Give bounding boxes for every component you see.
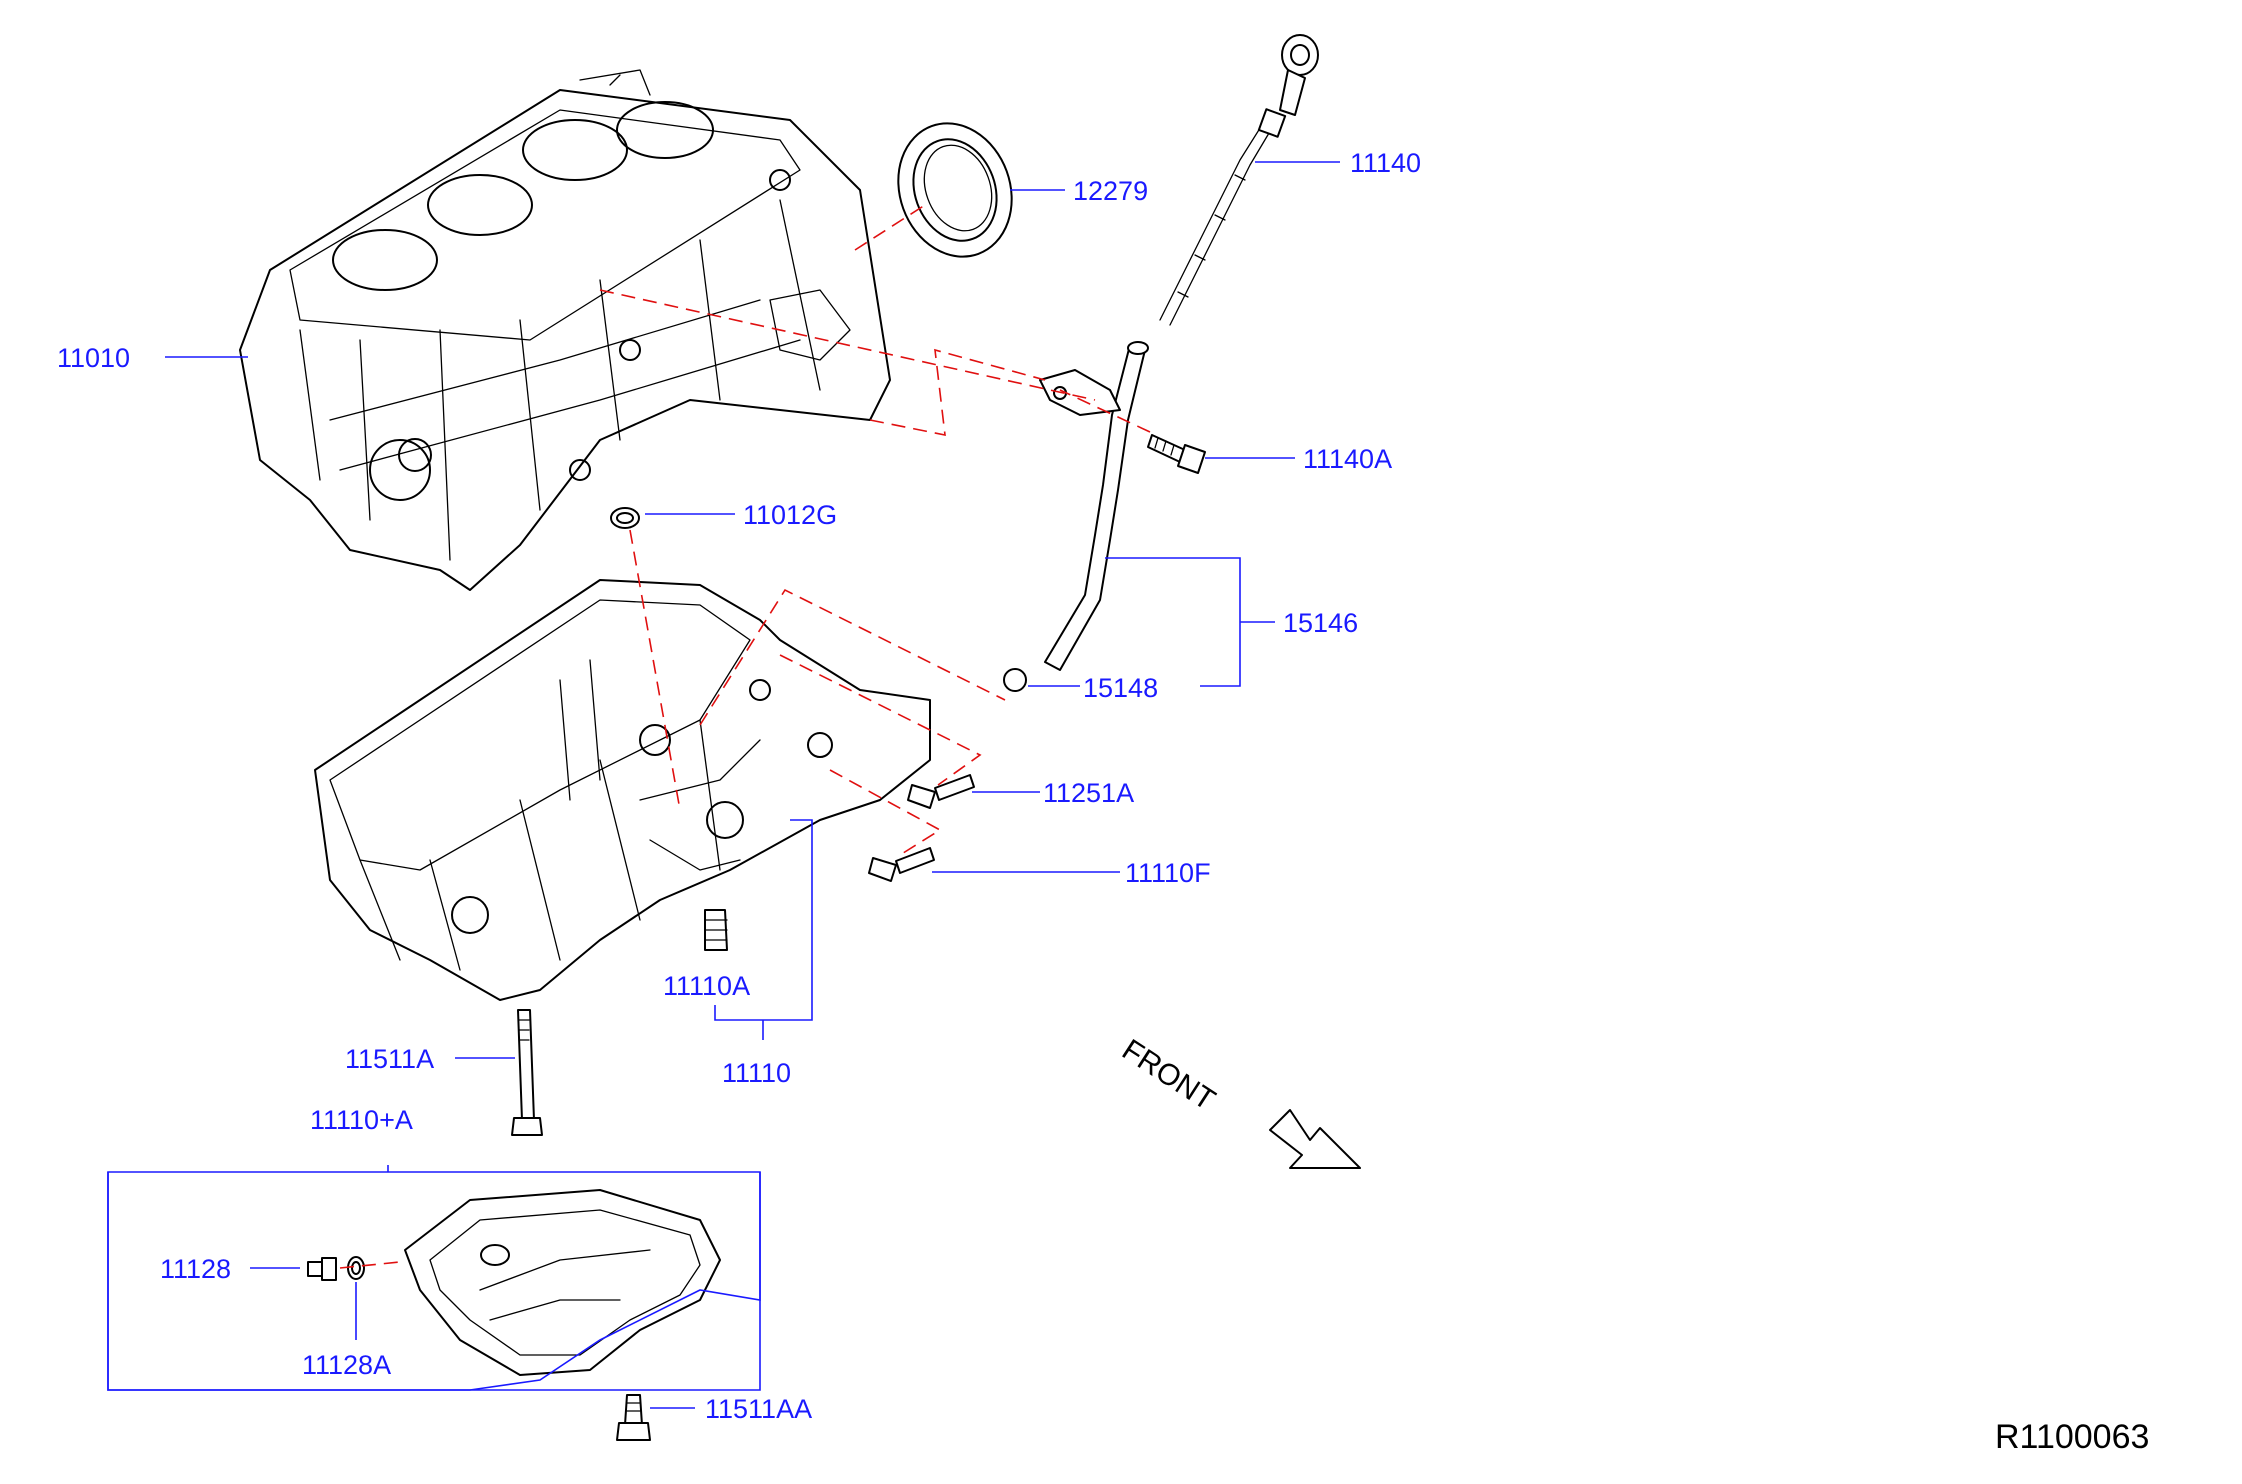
callout-15148[interactable]: 15148 [1083,673,1158,703]
front-arrow-icon [1269,1109,1361,1169]
bolt-11251a-illustration[interactable] [907,774,975,809]
bolt-11110f-illustration[interactable] [868,847,935,882]
callout-11110f[interactable]: 11110F [1125,858,1211,888]
oil-level-gauge-illustration[interactable] [1159,34,1319,326]
callout-11110[interactable]: 11110 [722,1058,791,1088]
front-label: FRONT [1116,1033,1221,1117]
callout-leader-lines [107,161,1340,1409]
drain-plug-washer-illustration[interactable] [347,1256,365,1280]
callout-11110a[interactable]: 11110A [663,971,750,1001]
drain-plug-illustration[interactable] [307,1257,337,1281]
cylinder-block-illustration[interactable] [239,69,891,591]
oil-pan-illustration[interactable] [404,1189,721,1376]
callout-15146[interactable]: 15146 [1283,608,1358,638]
callout-12279[interactable]: 12279 [1073,176,1148,206]
oil-strainer-illustration[interactable] [704,909,728,951]
callout-11110-plus-a[interactable]: 11110+A [310,1105,413,1135]
callout-11010[interactable]: 11010 [57,343,130,373]
callout-11128[interactable]: 11128 [160,1254,231,1284]
rear-oil-seal-illustration[interactable] [880,107,1030,272]
callout-11511a[interactable]: 11511A [345,1044,434,1074]
lower-cylinder-block-illustration[interactable] [314,579,931,1001]
callout-11012g[interactable]: 11012G [743,500,837,530]
guide-o-ring-illustration[interactable] [1003,668,1027,692]
dashed-alignment-guides [339,204,1151,1269]
callout-11128a[interactable]: 11128A [302,1350,391,1380]
oil-pan-bolt-illustration[interactable] [616,1394,651,1441]
callout-11140a[interactable]: 11140A [1303,444,1392,474]
callout-11511aa[interactable]: 11511AA [705,1394,812,1424]
callout-11251a[interactable]: 11251A [1043,778,1134,808]
front-direction-indicator: FRONT [1116,1033,1361,1169]
callout-labels: 11010 12279 11140 11140A 11012G 15146 15… [57,148,1421,1424]
gauge-guide-bolt-illustration[interactable] [1147,434,1206,474]
drawing-reference-number: R1100063 [1995,1418,2149,1456]
callout-11140[interactable]: 11140 [1350,148,1421,178]
oil-gauge-guide-tube-illustration[interactable] [1039,341,1149,671]
block-o-ring-illustration[interactable] [610,507,640,529]
long-bolt-11511a-illustration[interactable] [511,1009,543,1136]
